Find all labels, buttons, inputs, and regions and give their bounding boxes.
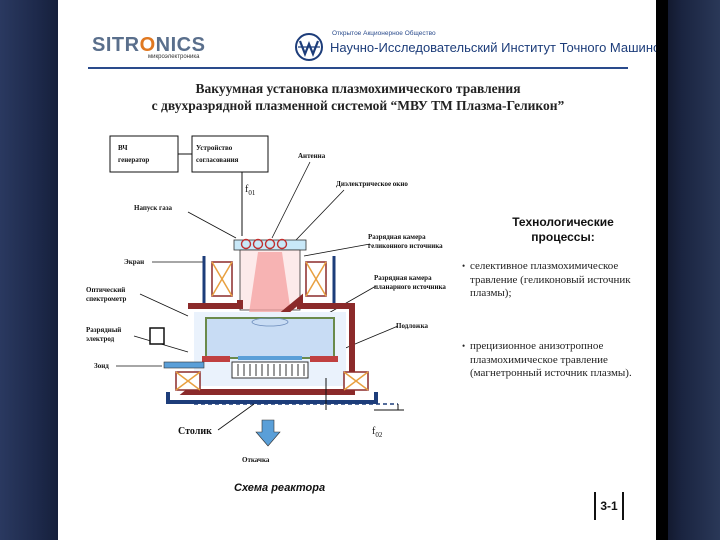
sitronics-logo: SITRONICS bbox=[92, 34, 206, 56]
org-name: Научно-Исследовательский Институт Точног… bbox=[330, 40, 656, 55]
rf-generator-box bbox=[109, 135, 179, 173]
rf-generator-label: ВЧ bbox=[118, 144, 128, 152]
substrate-label: Подложка bbox=[396, 322, 429, 330]
window-label: Диэлектрическое окно bbox=[336, 180, 408, 188]
process-item: •селективное плазмохимическое травление … bbox=[462, 260, 631, 299]
reactor-diagram: ВЧ генератор Устройство согласования f01… bbox=[86, 135, 446, 464]
electrode-label-2: электрод bbox=[86, 335, 115, 343]
matcher-label: Устройство bbox=[196, 144, 233, 152]
tech-processes-title: Технологические процессы: bbox=[512, 215, 614, 244]
table bbox=[231, 361, 309, 379]
diagram-caption: Схема реактора bbox=[234, 482, 326, 494]
antenna-coil-icon bbox=[240, 238, 252, 250]
discharge-electrode bbox=[202, 356, 230, 362]
slide-title: Вакуумная установка плазмохимического тр… bbox=[151, 81, 565, 113]
gas-label: Напуск газа bbox=[134, 204, 173, 212]
process-item: •прецизионное анизотропное плазмохимичес… bbox=[462, 340, 632, 379]
table-label: Столик bbox=[178, 426, 212, 437]
matcher-label-2: согласования bbox=[196, 156, 239, 164]
header-divider bbox=[88, 67, 628, 69]
spectrometer-label-2: спектрометр bbox=[86, 295, 126, 303]
institute-logo-icon bbox=[295, 33, 323, 61]
pump-arrow-icon bbox=[255, 419, 281, 447]
electrode-label: Разрядный bbox=[86, 326, 121, 334]
f02-label: f02 bbox=[372, 426, 383, 439]
frame-right bbox=[656, 0, 720, 540]
rf-generator-label-2: генератор bbox=[118, 156, 149, 164]
probe bbox=[163, 361, 205, 369]
spectrometer-window bbox=[149, 327, 165, 345]
spectrometer-label: Оптический bbox=[86, 286, 125, 294]
planar-chamber bbox=[205, 317, 335, 359]
screen-label: Экран bbox=[124, 258, 144, 266]
plasma-glow bbox=[248, 252, 292, 320]
slide: SITRONICS микроэлектроника Открытое Акци… bbox=[58, 0, 656, 540]
antenna-label: Антенна bbox=[298, 152, 326, 160]
frame-left bbox=[0, 0, 58, 540]
f01-label: f01 bbox=[245, 184, 256, 197]
planar-chamber-label-2: планарного источника bbox=[374, 283, 446, 291]
probe-label: Зонд bbox=[94, 362, 109, 370]
matcher-box bbox=[191, 135, 269, 173]
planar-chamber-label: Разрядная камера bbox=[374, 274, 432, 282]
helicon-chamber-label: Разрядная камера bbox=[368, 233, 426, 241]
substrate bbox=[238, 356, 302, 360]
logo-subtitle: микроэлектроника bbox=[148, 54, 200, 60]
helicon-chamber-label-2: геликонного источника bbox=[368, 242, 443, 250]
pump-label: Откачка bbox=[242, 456, 270, 464]
slide-number: 3-1 bbox=[594, 492, 624, 520]
org-type: Открытое Акционерное Общество bbox=[332, 30, 436, 37]
